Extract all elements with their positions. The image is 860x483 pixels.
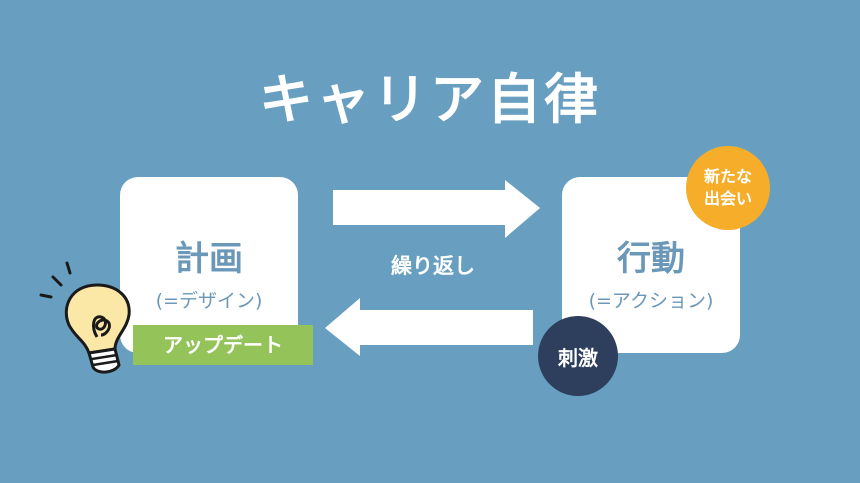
repeat-label: 繰り返し: [391, 254, 475, 278]
left-arrow-icon: [325, 298, 533, 356]
new-meeting-line1: 新たな: [703, 167, 752, 186]
page-title: キャリア自律: [259, 68, 601, 131]
plan-title: 計画: [175, 239, 243, 279]
new-meeting-line2: 出会い: [703, 189, 752, 208]
plan-subtitle: (=デザイン): [155, 290, 263, 312]
action-title: 行動: [617, 239, 685, 279]
lightbulb-icon: [39, 261, 131, 374]
right-arrow-icon: [333, 180, 540, 238]
stimulus-badge: 刺激: [538, 316, 618, 396]
plan-box: 計画 (=デザイン): [120, 177, 298, 353]
new-meeting-badge: 新たな出会い: [686, 146, 770, 230]
action-subtitle: (=アクション): [588, 290, 714, 312]
update-label: アップデート: [133, 325, 313, 365]
